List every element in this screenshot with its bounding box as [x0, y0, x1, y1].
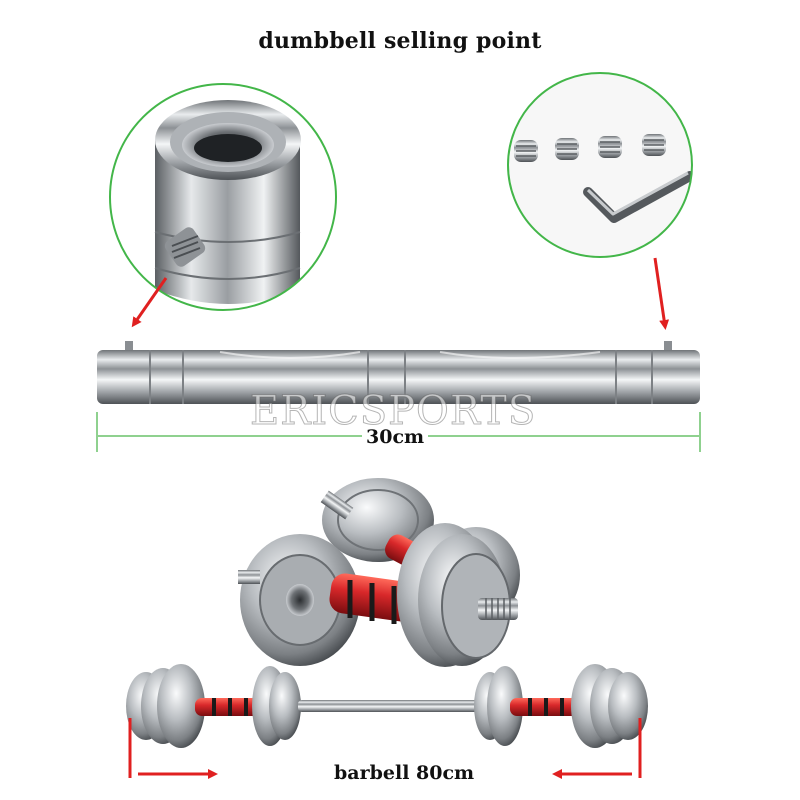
callout-right — [507, 72, 693, 258]
connecting-bar — [97, 341, 700, 404]
callout-left — [109, 83, 337, 311]
set-screws — [514, 134, 666, 162]
barbell-length-label: barbell 80cm — [330, 762, 479, 784]
barbell — [126, 664, 648, 748]
dumbbell-pair — [238, 478, 520, 667]
hex-key — [583, 171, 692, 223]
page-title: dumbbell selling point — [258, 28, 542, 54]
set-screw-closeup — [164, 227, 206, 267]
arrow-to-right-end — [653, 257, 670, 330]
dimension-marker-80cm — [128, 718, 642, 779]
bar-length-label: 30cm — [362, 426, 429, 448]
arrow-to-left-end — [131, 277, 168, 328]
